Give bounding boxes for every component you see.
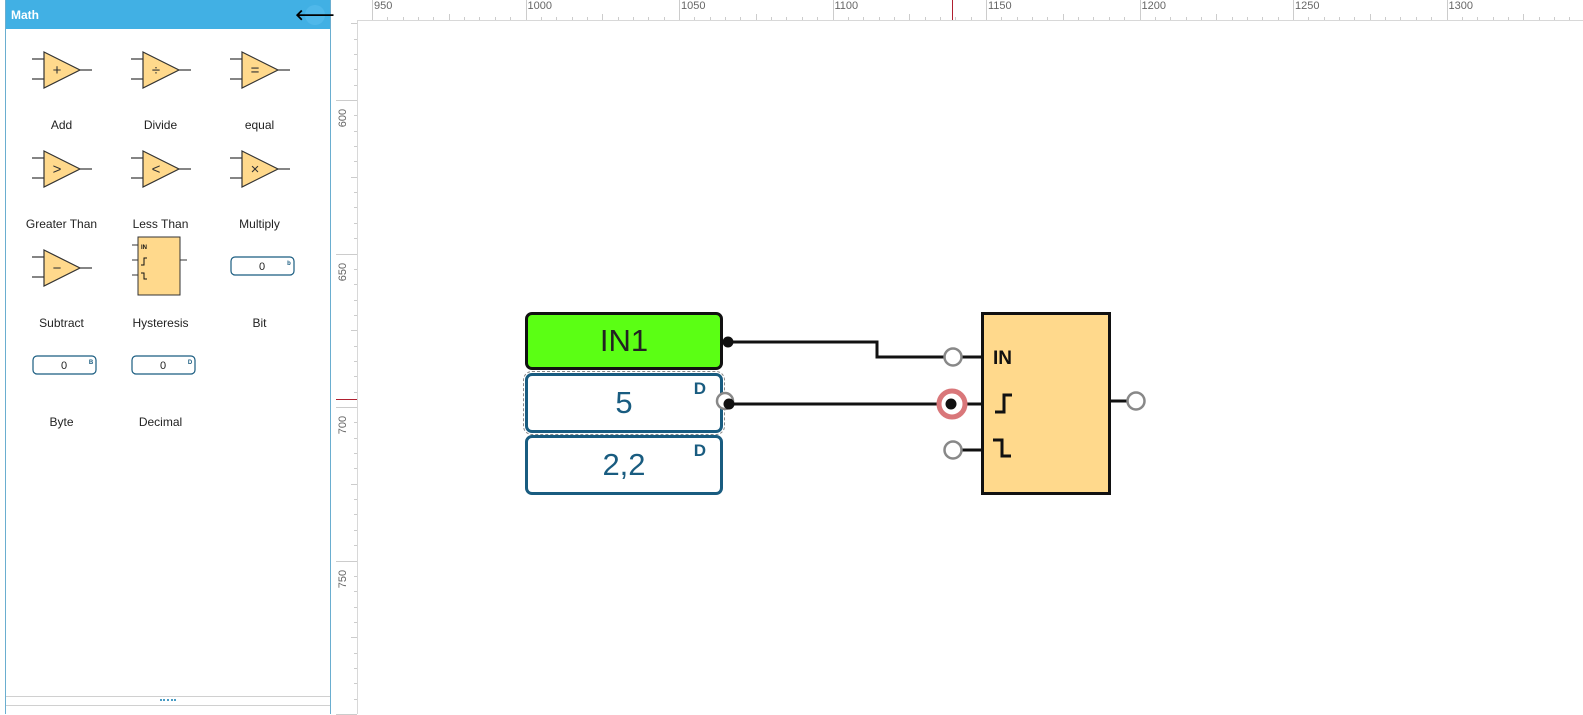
tool-subtract[interactable]: − Subtract xyxy=(12,233,111,332)
output-port xyxy=(1126,391,1146,411)
cursor-marker xyxy=(952,0,953,20)
ruler-label: 750 xyxy=(337,569,349,588)
constant-value: 2,2 xyxy=(602,447,646,482)
ruler-label: 700 xyxy=(337,415,349,435)
input-node-label: IN1 xyxy=(599,323,649,358)
tool-divide[interactable]: ÷ Divide xyxy=(111,35,210,134)
connection-dot xyxy=(945,398,957,410)
tool-label: Less Than xyxy=(132,217,189,231)
svg-text:B: B xyxy=(89,360,94,366)
arrow-left-icon: 🡐 xyxy=(294,7,336,24)
svg-text:0: 0 xyxy=(61,360,67,372)
tool-symbol: < xyxy=(152,161,161,178)
port-label-in: IN xyxy=(993,348,1012,369)
ruler-label: 1300 xyxy=(1448,0,1473,12)
ruler-corner xyxy=(336,0,358,20)
input-port-in xyxy=(943,347,963,367)
tool-label: equal xyxy=(244,118,275,132)
vertical-ruler: 600 650 700 750 xyxy=(336,20,358,715)
ruler-label: 1150 xyxy=(988,0,1012,12)
svg-text:0: 0 xyxy=(259,261,265,273)
decimal-badge: D xyxy=(693,379,706,398)
tool-label: Bit xyxy=(252,316,267,330)
horizontal-ruler: 950 1000 1050 1100 1150 1200 1250 1300 xyxy=(358,0,1583,21)
ruler-label: 650 xyxy=(337,262,349,281)
hysteresis-block[interactable]: IN xyxy=(981,312,1111,495)
input-node-in1[interactable]: IN1 xyxy=(525,312,723,370)
svg-text:IN: IN xyxy=(141,245,147,251)
ruler-label: 1100 xyxy=(834,0,859,12)
grip-icon xyxy=(160,699,176,703)
wire-in1-to-in xyxy=(728,340,944,359)
toolbox-panel: Math 🡐 + Add ÷ Divide = equal xyxy=(5,0,335,714)
panel-header: Math 🡐 xyxy=(6,0,335,29)
decimal-constant-node[interactable]: 5 D xyxy=(523,371,725,435)
decimal-constant-node[interactable]: 2,2 D xyxy=(525,435,723,495)
ruler-label: 1250 xyxy=(1295,0,1320,12)
tool-symbol: > xyxy=(53,161,62,178)
connection-dot xyxy=(723,398,735,410)
tool-add[interactable]: + Add xyxy=(12,35,111,134)
tool-label: Hysteresis xyxy=(132,316,189,330)
tool-symbol: = xyxy=(251,62,260,79)
tool-symbol: × xyxy=(251,161,260,178)
tool-multiply[interactable]: × Multiply xyxy=(210,134,309,233)
decimal-badge: D xyxy=(693,441,706,460)
tool-label: Multiply xyxy=(239,217,280,231)
tool-label: Byte xyxy=(49,415,74,429)
panel-splitter[interactable] xyxy=(6,696,330,706)
panel-title: Math xyxy=(11,7,39,22)
svg-text:b: b xyxy=(287,261,291,267)
constant-value: 5 xyxy=(615,385,633,420)
tool-greater-than[interactable]: > Greater Than xyxy=(12,134,111,233)
ruler-label: 1000 xyxy=(527,0,552,12)
tool-equal[interactable]: = equal xyxy=(210,35,309,134)
connection-dot xyxy=(722,336,734,348)
ruler-label: 1200 xyxy=(1141,0,1166,12)
tool-symbol: − xyxy=(53,260,62,277)
tool-label: Add xyxy=(50,118,73,132)
tool-label: Decimal xyxy=(138,415,183,429)
svg-text:D: D xyxy=(188,360,193,366)
input-port-rising-highlighted xyxy=(936,388,968,420)
tool-less-than[interactable]: < Less Than xyxy=(111,134,210,233)
cursor-marker xyxy=(336,399,357,400)
input-port-falling xyxy=(943,440,963,460)
ruler-label: 1050 xyxy=(681,0,706,12)
tool-symbol: + xyxy=(53,62,62,79)
tool-label: Greater Than xyxy=(25,217,98,231)
tool-symbol: ÷ xyxy=(152,62,160,79)
tool-decimal[interactable]: 0 D Decimal xyxy=(111,332,210,431)
tool-hysteresis[interactable]: IN Hysteresis xyxy=(111,233,210,332)
ruler-label: 950 xyxy=(374,0,393,12)
tool-label: Subtract xyxy=(39,316,84,330)
ruler-label: 600 xyxy=(337,108,349,128)
tool-byte[interactable]: 0 B Byte xyxy=(12,332,111,431)
tool-label: Divide xyxy=(143,118,178,132)
collapse-panel-button[interactable]: 🡐 xyxy=(295,4,335,25)
svg-text:0: 0 xyxy=(160,360,166,372)
